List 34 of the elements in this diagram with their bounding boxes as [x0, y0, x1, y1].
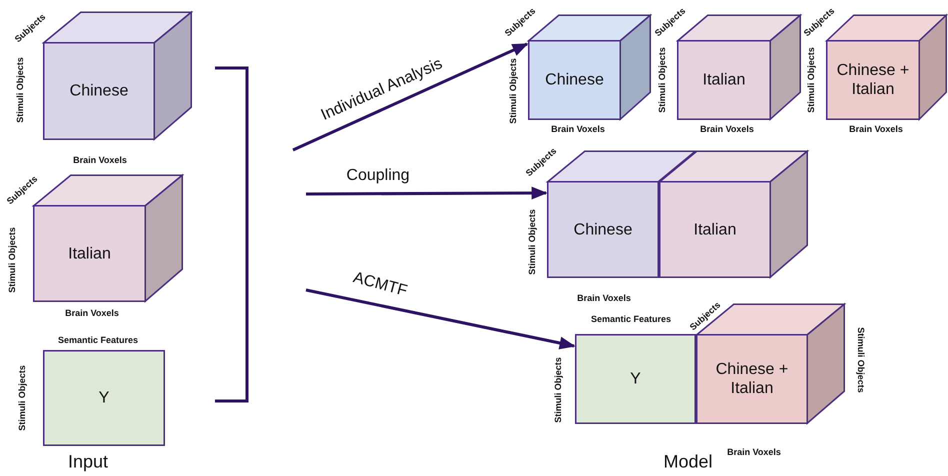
arrow: [306, 288, 576, 350]
axis-label: Stimuli Objects: [806, 47, 816, 113]
axis-label: Brain Voxels: [849, 124, 903, 134]
node-label: Chinese: [572, 220, 634, 239]
axis-label: Stimuli Objects: [856, 327, 866, 393]
axis-label: Stimuli Objects: [17, 365, 27, 431]
axis-label: Stimuli Objects: [553, 357, 563, 423]
node-label: Chinese + Italian: [836, 61, 910, 99]
axis-label: Stimuli Objects: [7, 227, 17, 293]
section-caption: Model: [663, 452, 713, 472]
node-label: Y: [98, 388, 110, 408]
axis-label: Stimuli Objects: [657, 47, 667, 113]
edge-label: Coupling: [346, 167, 410, 185]
section-caption: Input: [68, 452, 108, 472]
axis-label: Semantic Features: [58, 335, 138, 345]
node-label: Italian: [702, 70, 746, 90]
arrow: [292, 42, 528, 152]
node-label: Chinese: [544, 70, 605, 90]
axis-label: Brain Voxels: [727, 447, 781, 457]
node-label: Chinese + Italian: [714, 360, 790, 398]
node-label: Chinese: [68, 82, 130, 100]
arrow: [306, 186, 548, 200]
node-label: Y: [629, 370, 642, 388]
axis-label: Brain Voxels: [551, 124, 605, 134]
axis-label: Brain Voxels: [577, 293, 631, 303]
node-label: Italian: [692, 220, 738, 239]
axis-label: Stimuli Objects: [508, 58, 518, 124]
axis-label: Stimuli Objects: [15, 57, 25, 123]
axis-label: Brain Voxels: [65, 308, 119, 318]
node-label: Italian: [67, 244, 112, 263]
axis-label: Semantic Features: [590, 314, 672, 324]
axis-label: Brain Voxels: [700, 124, 754, 134]
axis-label: Stimuli Objects: [527, 209, 537, 275]
axis-label: Brain Voxels: [73, 155, 127, 165]
